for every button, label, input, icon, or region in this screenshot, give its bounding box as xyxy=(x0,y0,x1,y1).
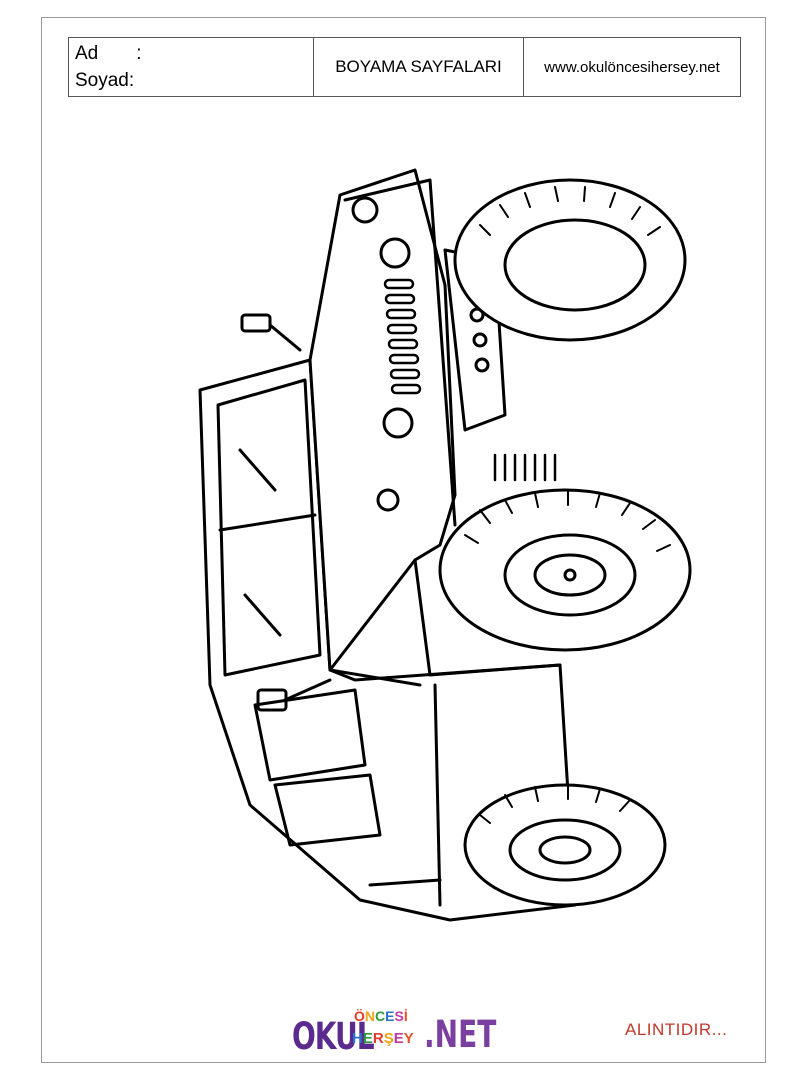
page-frame xyxy=(41,17,766,1063)
site-logo[interactable]: OKUL ÖNCESİ HERŞEY .NET xyxy=(292,1008,496,1059)
logo-hersey-text: HERŞEY xyxy=(352,1030,414,1047)
title-cell: BOYAMA SAYFALARI xyxy=(314,38,524,96)
logo-oncesi-text: ÖNCESİ xyxy=(354,1008,408,1024)
page-title: BOYAMA SAYFALARI xyxy=(335,57,502,76)
surname-label: Soyad: xyxy=(75,70,135,91)
name-cell: Ad : Soyad: xyxy=(69,38,314,96)
military-jeep-icon xyxy=(198,168,692,922)
logo-net-text: .NET xyxy=(424,1012,497,1057)
website-link[interactable]: www.okulöncesihersey.net xyxy=(544,58,720,76)
header-table: Ad : Soyad: BOYAMA SAYFALARI www.okulönc… xyxy=(68,37,741,97)
website-cell: www.okulöncesihersey.net xyxy=(524,38,740,96)
name-colon: : xyxy=(136,43,142,64)
name-label: Ad xyxy=(75,43,99,64)
credit-text: ALINTIDIR... xyxy=(625,1020,728,1039)
logo-okul-text: OKUL xyxy=(292,1014,375,1059)
